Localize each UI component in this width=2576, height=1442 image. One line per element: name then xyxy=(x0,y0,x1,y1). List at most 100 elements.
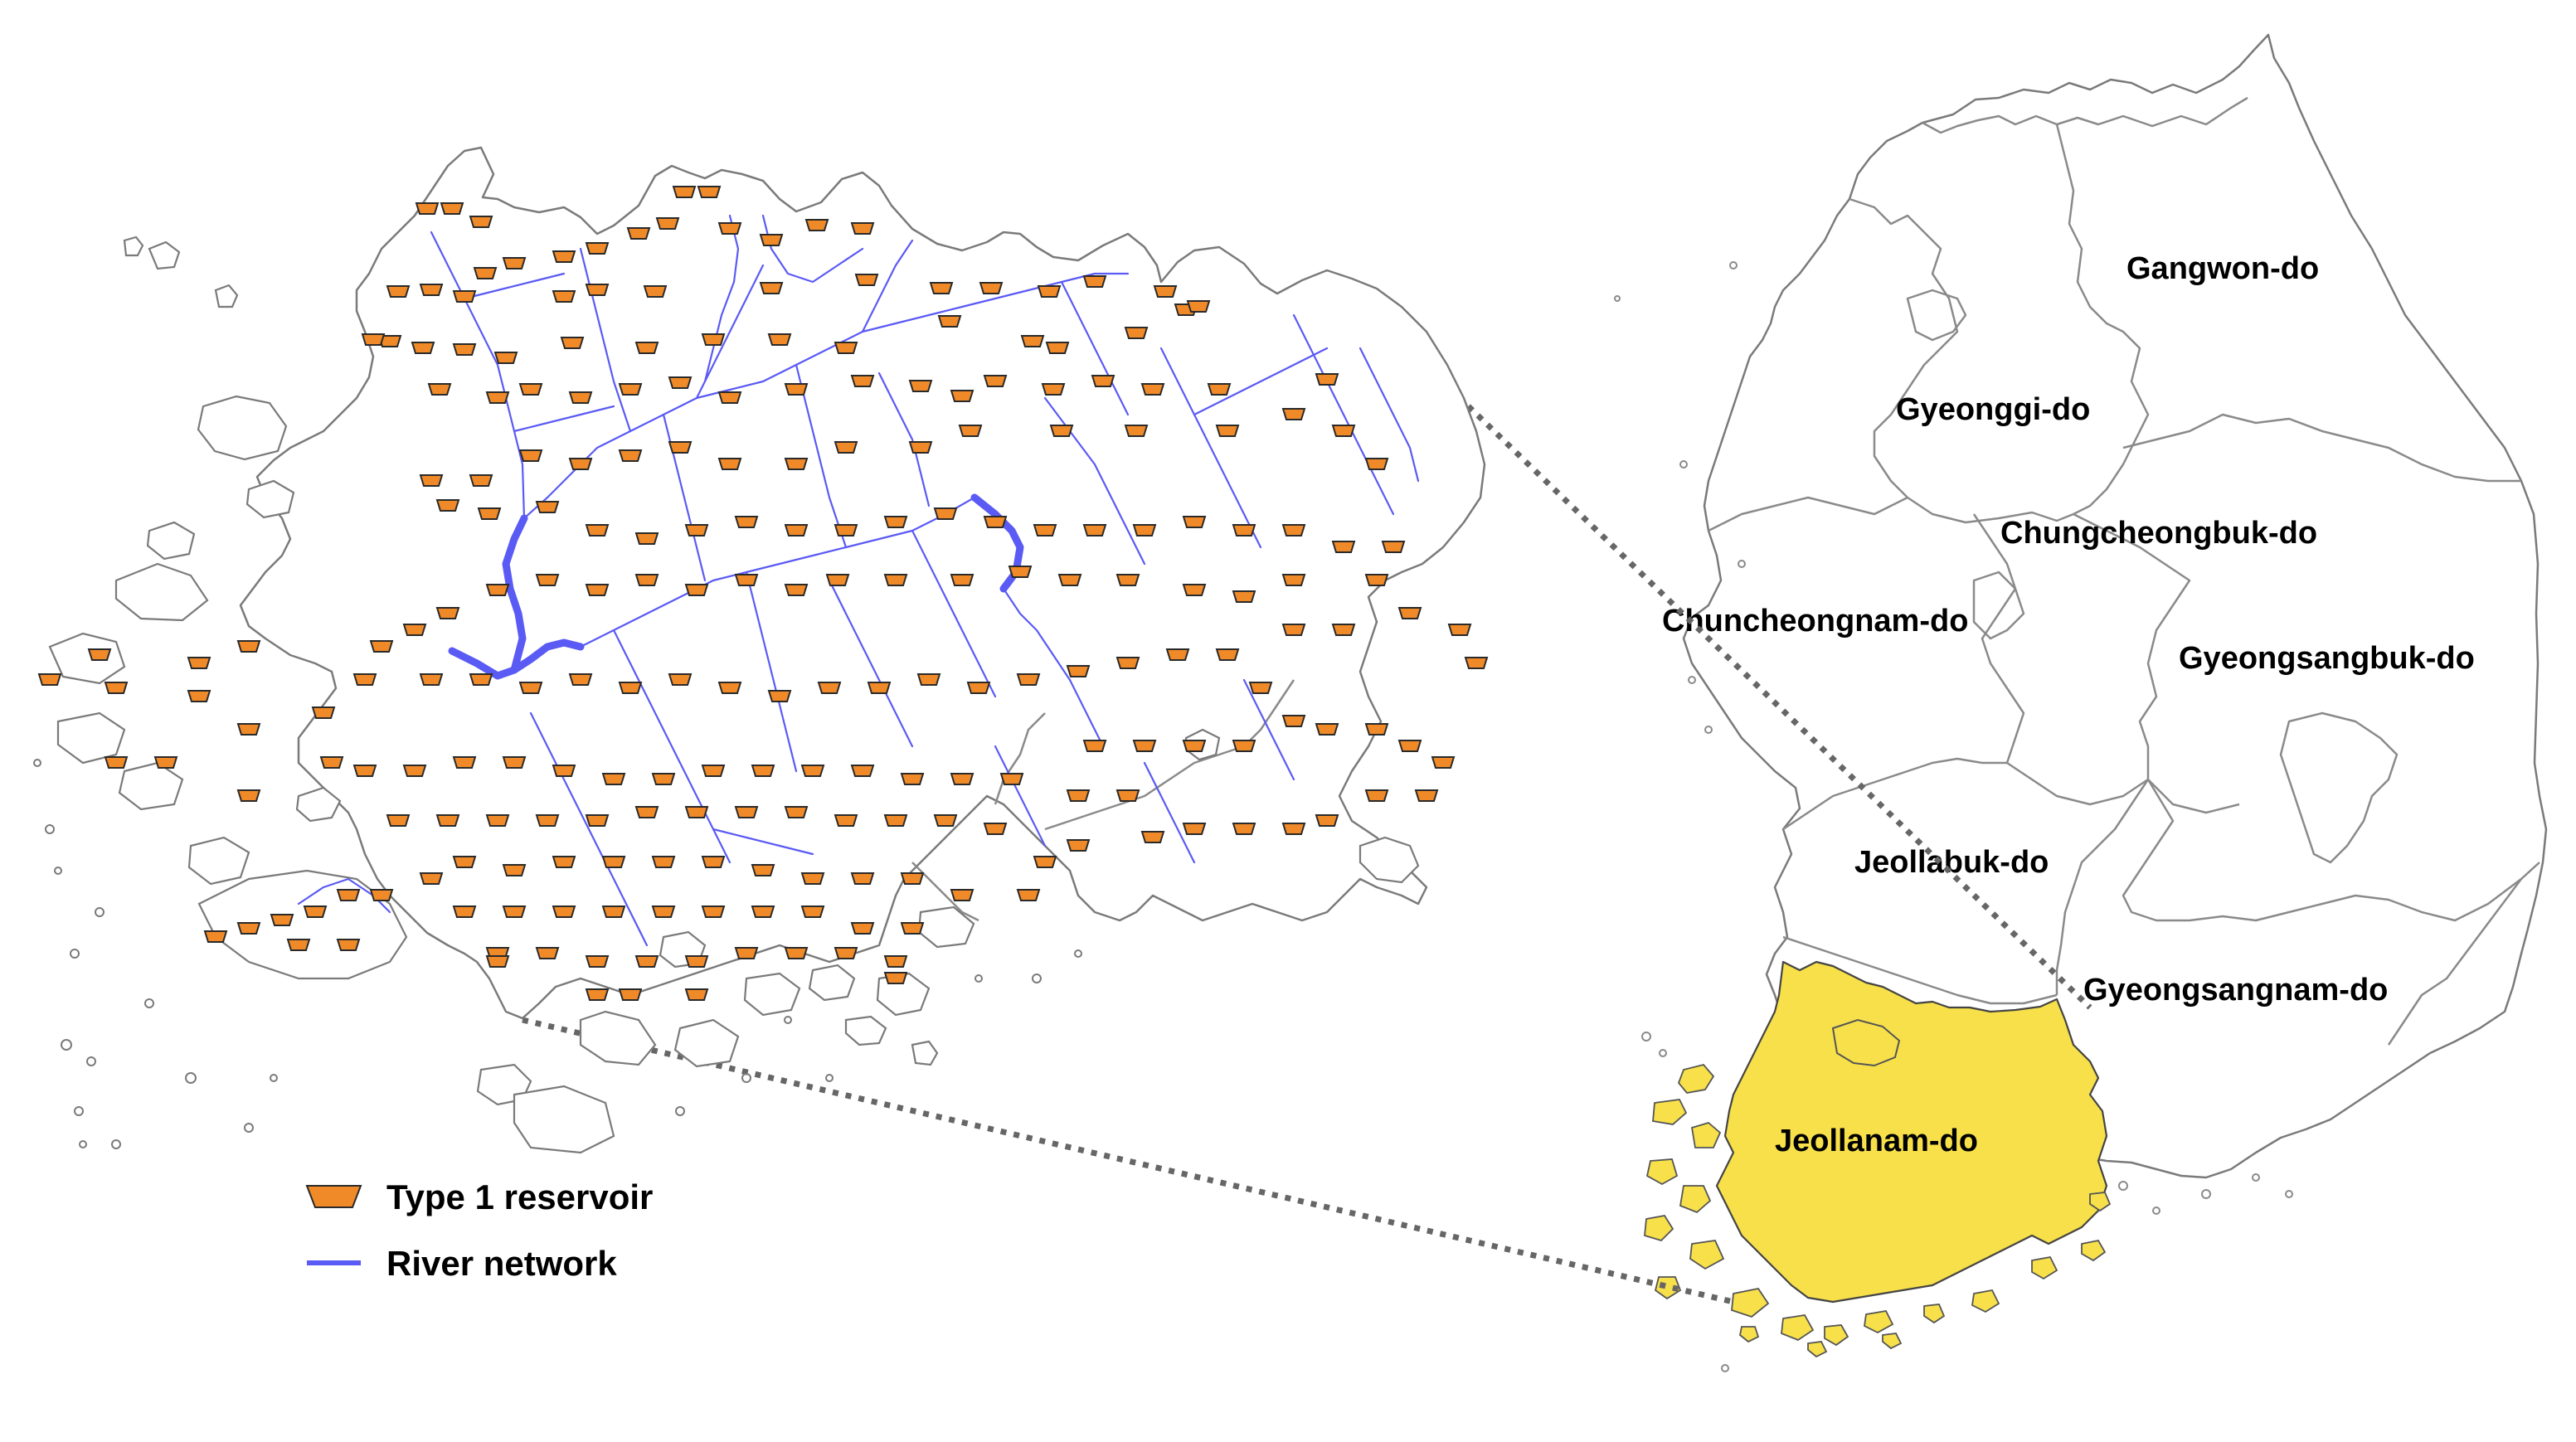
reservoir-marker xyxy=(1037,285,1062,298)
reservoir-marker xyxy=(518,682,543,694)
reservoir-marker xyxy=(618,449,643,462)
reservoir-marker xyxy=(800,872,825,885)
reservoir-marker xyxy=(502,756,527,769)
reservoir-marker xyxy=(585,242,610,255)
reservoir-marker xyxy=(825,574,850,586)
reservoir-marker xyxy=(402,765,427,777)
reservoir-marker xyxy=(751,905,775,918)
reservoir-marker xyxy=(784,524,809,537)
reservoir-legend-icon xyxy=(305,1185,362,1208)
reservoir-marker xyxy=(552,290,576,303)
reservoir-marker xyxy=(485,584,510,596)
reservoir-marker xyxy=(1232,524,1256,537)
reservoir-marker xyxy=(734,516,759,528)
reservoir-marker xyxy=(668,673,693,686)
gwangju-outline xyxy=(1831,1018,1901,1067)
reservoir-marker xyxy=(535,947,560,959)
reservoir-marker xyxy=(1331,425,1356,437)
reservoir-marker xyxy=(1066,839,1091,852)
reservoir-marker xyxy=(311,706,336,719)
reservoir-marker xyxy=(601,856,626,868)
reservoir-marker xyxy=(701,905,726,918)
reservoir-marker xyxy=(560,337,585,349)
reservoir-marker xyxy=(950,574,975,586)
reservoir-marker xyxy=(352,765,377,777)
reservoir-marker xyxy=(435,607,460,619)
reservoir-marker xyxy=(585,955,610,968)
reservoir-marker xyxy=(1281,574,1306,586)
reservoir-marker xyxy=(153,756,178,769)
jeollanam-do-region xyxy=(1715,960,2108,1304)
reservoir-marker xyxy=(850,375,875,387)
reservoir-marker xyxy=(651,905,676,918)
reservoir-marker xyxy=(1414,789,1439,802)
reservoir-marker xyxy=(701,333,726,346)
jeollanam-detail-map xyxy=(33,146,1489,1154)
zoom-connector-lines xyxy=(522,339,2092,1305)
reservoir-marker xyxy=(535,814,560,827)
reservoir-marker xyxy=(1020,335,1045,347)
reservoir-marker xyxy=(717,391,742,404)
reservoir-marker xyxy=(1232,823,1256,835)
reservoir-marker xyxy=(850,872,875,885)
reservoir-marker xyxy=(1016,889,1041,901)
reservoir-marker xyxy=(568,391,593,404)
reservoir-marker xyxy=(759,234,784,246)
reservoir-marker xyxy=(883,972,908,984)
reservoir-marker xyxy=(1281,408,1306,420)
reservoir-marker xyxy=(1281,715,1306,727)
legend-item-river: River network xyxy=(307,1244,617,1283)
reservoir-marker xyxy=(585,988,610,1001)
border-gyeongbuk-south xyxy=(2122,779,2540,922)
reservoir-marker xyxy=(518,449,543,462)
reservoir-marker xyxy=(601,773,626,785)
reservoir-marker xyxy=(684,584,709,596)
reservoir-marker xyxy=(1232,590,1256,603)
border-chungnam xyxy=(1708,496,1908,532)
reservoir-marker xyxy=(717,682,742,694)
reservoir-marker xyxy=(634,342,659,354)
reservoir-marker xyxy=(1124,425,1149,437)
reservoir-marker xyxy=(286,939,311,951)
border-jeonbuk-gyeongnam xyxy=(2055,779,2150,995)
reservoir-marker xyxy=(817,682,842,694)
reservoir-marker xyxy=(933,814,958,827)
reservoir-marker xyxy=(419,284,444,296)
reservoir-marker xyxy=(651,773,676,785)
border-gyeongnam-east xyxy=(2387,878,2522,1046)
reservoir-marker xyxy=(369,889,394,901)
reservoir-marker xyxy=(950,889,975,901)
reservoir-marker xyxy=(469,216,493,228)
reservoir-marker xyxy=(369,640,394,653)
reservoir-marker xyxy=(1140,831,1165,843)
reservoir-marker xyxy=(319,756,344,769)
reservoir-marker xyxy=(585,524,610,537)
reservoir-marker xyxy=(411,342,435,354)
reservoir-marker xyxy=(568,673,593,686)
legend-label-river: River network xyxy=(386,1244,617,1283)
reservoir-marker xyxy=(535,574,560,586)
label-jeollabuk-do: Jeollabuk-do xyxy=(1854,845,2049,880)
reservoir-marker xyxy=(701,856,726,868)
reservoir-marker xyxy=(502,905,527,918)
reservoir-marker xyxy=(1165,648,1190,661)
reservoir-marker xyxy=(950,773,975,785)
reservoir-marker xyxy=(800,765,825,777)
reservoir-marker xyxy=(1057,574,1082,586)
reservoir-marker xyxy=(601,905,626,918)
reservoir-marker xyxy=(933,507,958,520)
reservoir-marker xyxy=(1033,856,1057,868)
reservoir-marker xyxy=(784,584,809,596)
reservoir-marker xyxy=(668,441,693,454)
reservoir-marker xyxy=(236,789,261,802)
reservoir-marker xyxy=(1281,823,1306,835)
reservoir-marker xyxy=(1132,740,1157,752)
reservoir-marker xyxy=(883,814,908,827)
reservoir-marker xyxy=(585,814,610,827)
reservoir-marker xyxy=(1182,823,1207,835)
reservoir-marker xyxy=(552,856,576,868)
border-jeonbuk-jeonnam xyxy=(1782,935,2058,1005)
reservoir-marker xyxy=(634,955,659,968)
reservoir-marker xyxy=(717,458,742,470)
